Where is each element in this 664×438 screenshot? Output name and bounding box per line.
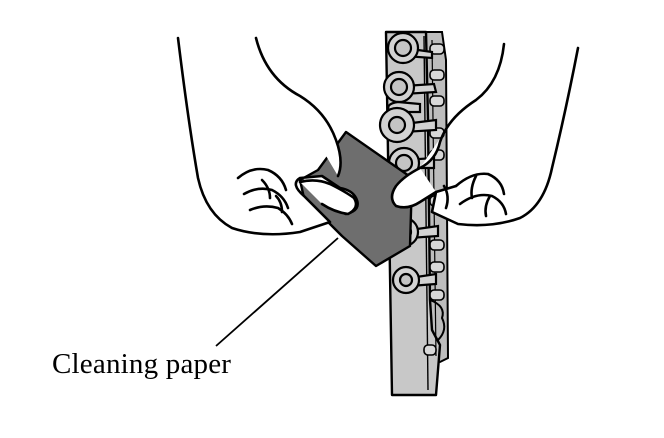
left-hand-icon (176, 36, 359, 236)
cleaning-paper-label: Cleaning paper (52, 348, 232, 380)
callout-leader-line (215, 237, 339, 347)
right-hand-icon (390, 42, 580, 227)
